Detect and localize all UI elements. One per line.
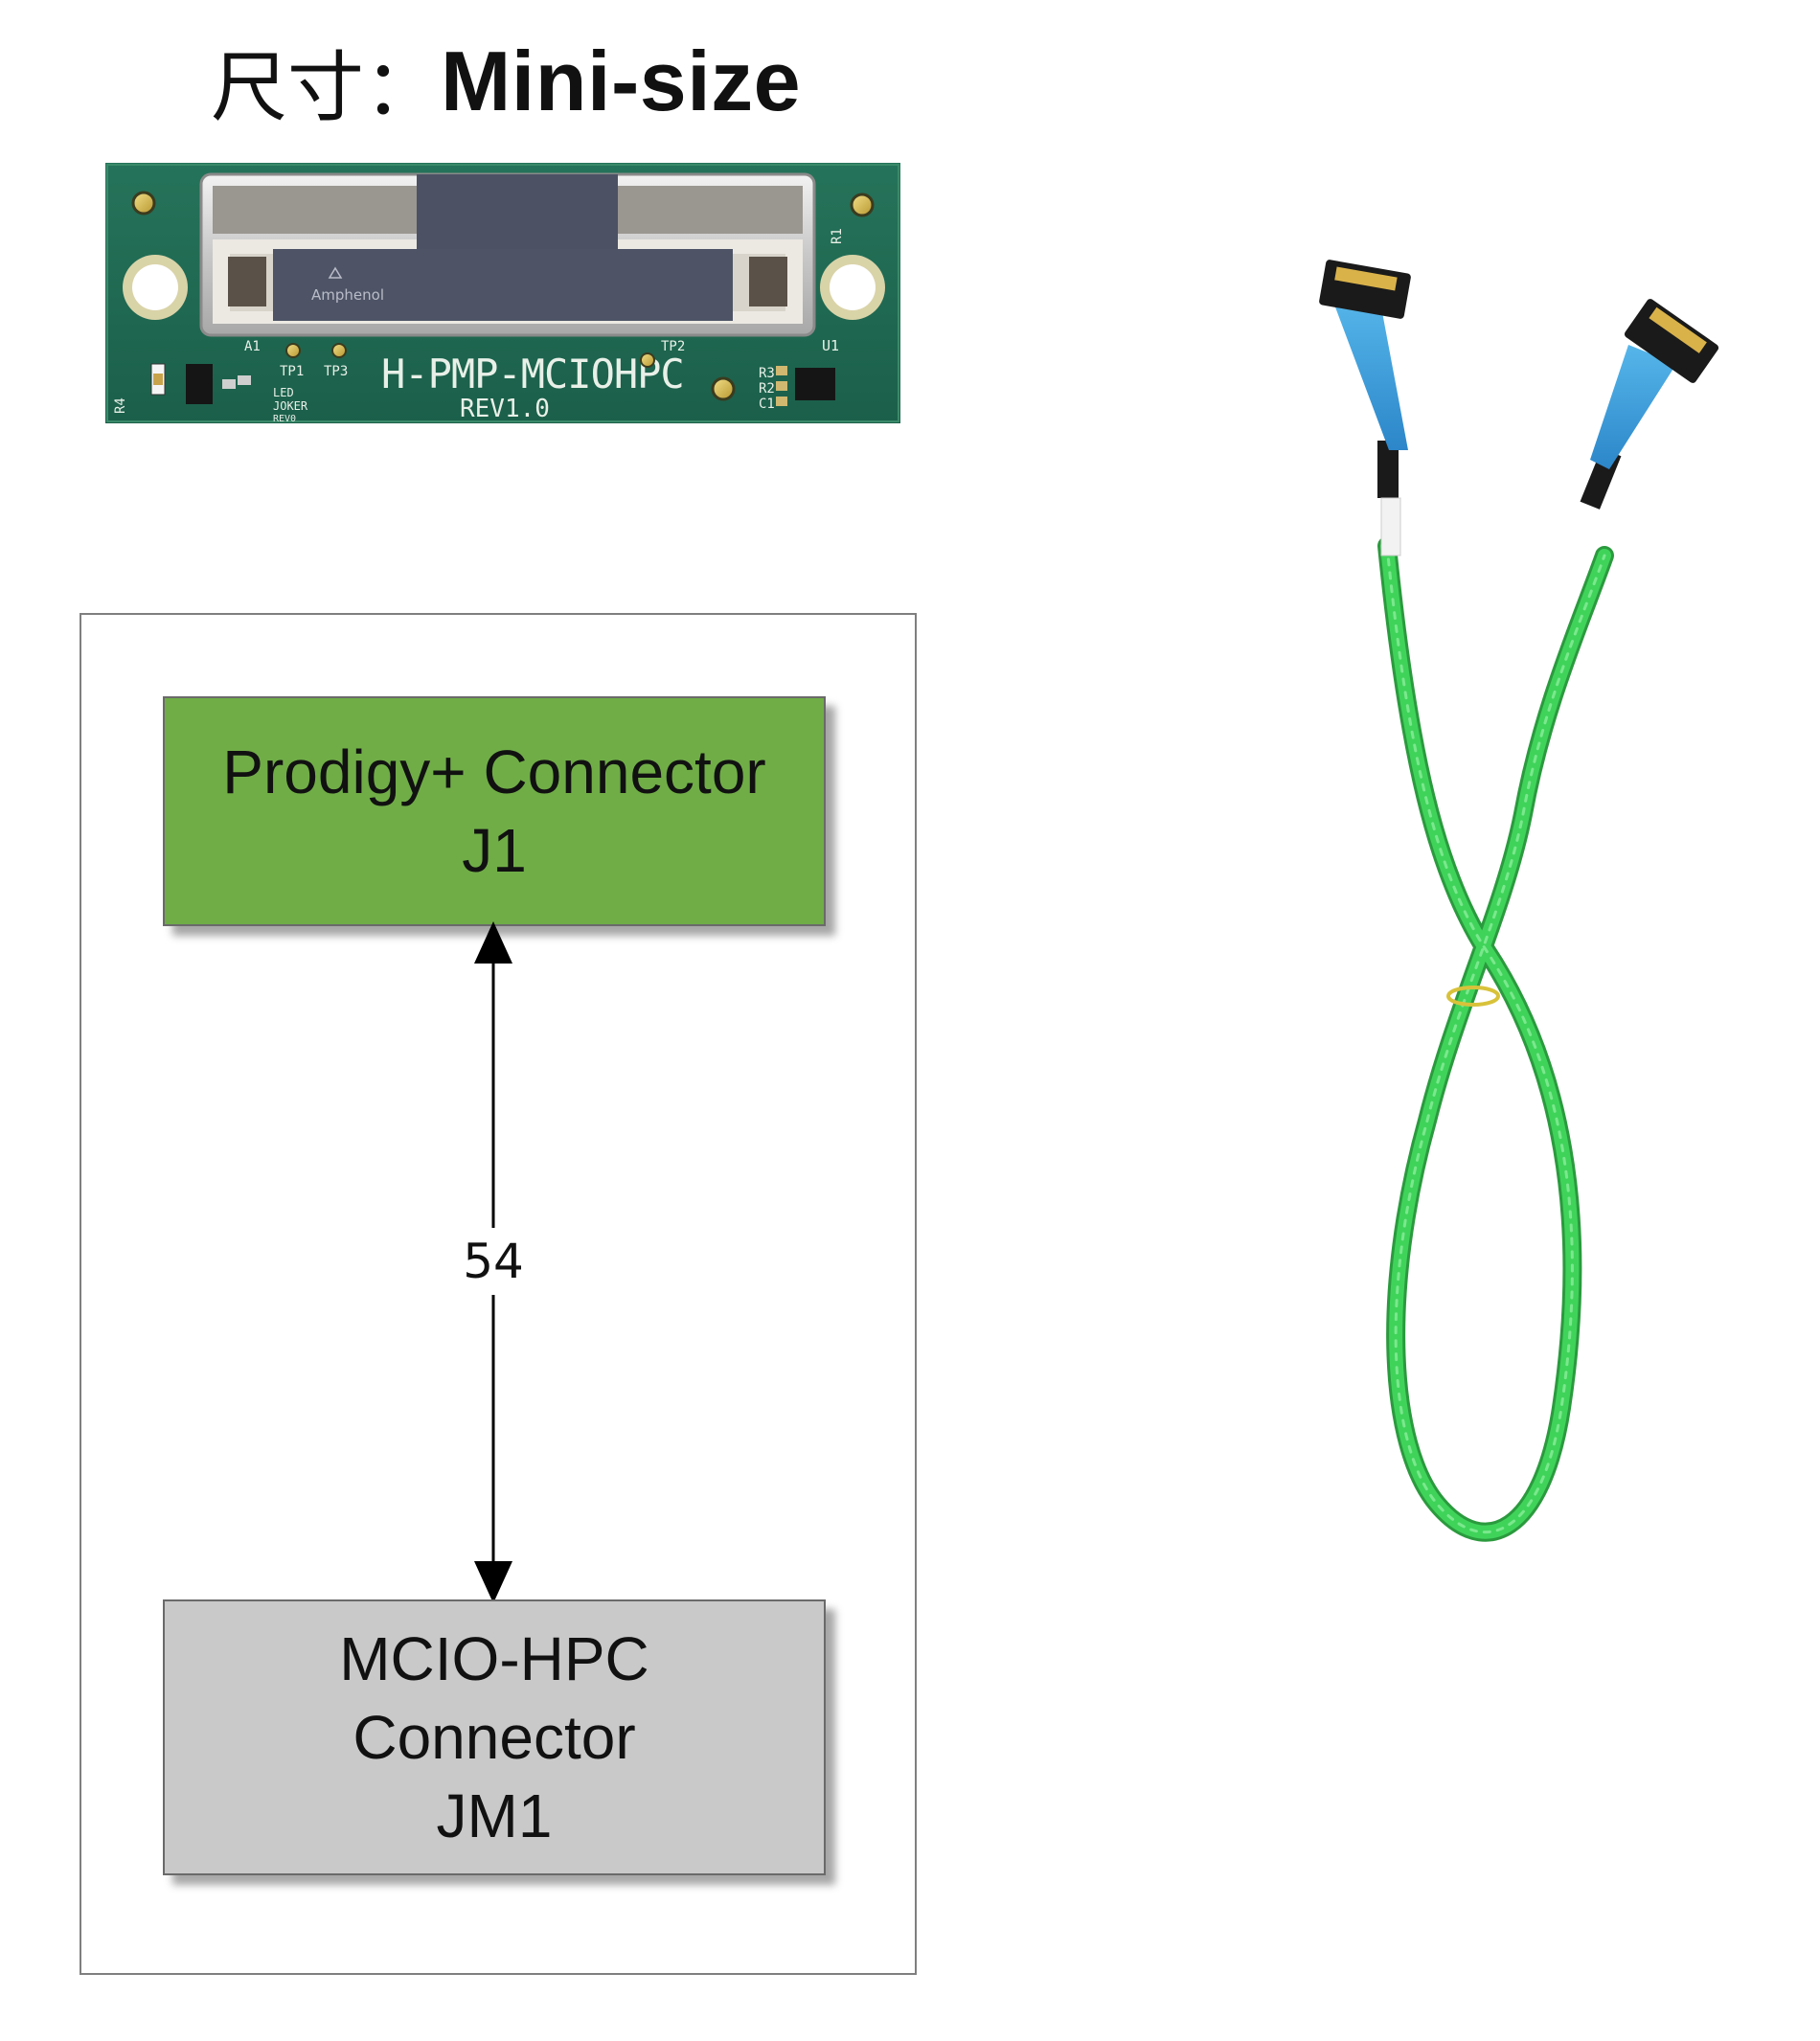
svg-text:TP2: TP2 xyxy=(661,339,685,354)
connector-housing: Amphenol xyxy=(199,172,816,337)
mcio-hpc-ref: JM1 xyxy=(436,1781,553,1850)
svg-text:JOKER: JOKER xyxy=(273,399,308,413)
right-mcio-connector xyxy=(1624,299,1719,383)
arrowhead-up xyxy=(474,921,512,964)
svg-text:R1: R1 xyxy=(830,228,845,244)
svg-text:TP3: TP3 xyxy=(324,364,348,379)
svg-text:R2: R2 xyxy=(759,381,775,397)
page-title: 尺寸： Mini-size xyxy=(211,29,805,134)
cable-sleeve-shadow xyxy=(1377,536,1614,1542)
svg-text:REV0: REV0 xyxy=(273,414,296,423)
svg-text:U1: U1 xyxy=(822,337,839,354)
title-main: Mini-size xyxy=(441,34,802,128)
svg-text:R4: R4 xyxy=(113,397,128,414)
left-mcio-connector xyxy=(1319,260,1411,319)
cable-tie xyxy=(1446,986,1500,1007)
connector-brand-text: Amphenol xyxy=(311,286,384,304)
mcio-hpc-connector-block: MCIO-HPC Connector JM1 xyxy=(163,1599,826,1875)
left-blue-wires xyxy=(1331,297,1408,450)
mcio-hpc-subtitle: Connector xyxy=(353,1703,636,1772)
svg-text:C1: C1 xyxy=(759,397,775,412)
svg-text:A1: A1 xyxy=(244,339,261,354)
prodigy-connector-block: Prodigy+ Connector J1 xyxy=(163,696,826,926)
svg-text:R3: R3 xyxy=(759,366,775,381)
prodigy-connector-ref: J1 xyxy=(462,816,527,885)
board-label: H-PMP-MCIOHPC xyxy=(381,351,684,397)
mcio-cable-image xyxy=(1319,260,1719,1542)
board-revision: REV1.0 xyxy=(460,395,550,423)
mcio-hpc-title: MCIO-HPC xyxy=(339,1624,649,1693)
pcb-board-image: Amphenol H-PMP-MCIOHPC REV1.0 A1 TP1 TP3… xyxy=(105,163,900,423)
svg-text:LED: LED xyxy=(273,386,294,399)
right-blue-wires xyxy=(1590,345,1676,469)
title-prefix: 尺寸： xyxy=(211,43,441,132)
mounting-hole-right xyxy=(820,255,885,320)
link-signal-count: 54 xyxy=(450,1228,536,1295)
svg-text:TP1: TP1 xyxy=(280,364,304,379)
mounting-hole-left xyxy=(123,255,188,320)
arrowhead-down xyxy=(474,1561,512,1603)
prodigy-connector-title: Prodigy+ Connector xyxy=(222,737,766,806)
